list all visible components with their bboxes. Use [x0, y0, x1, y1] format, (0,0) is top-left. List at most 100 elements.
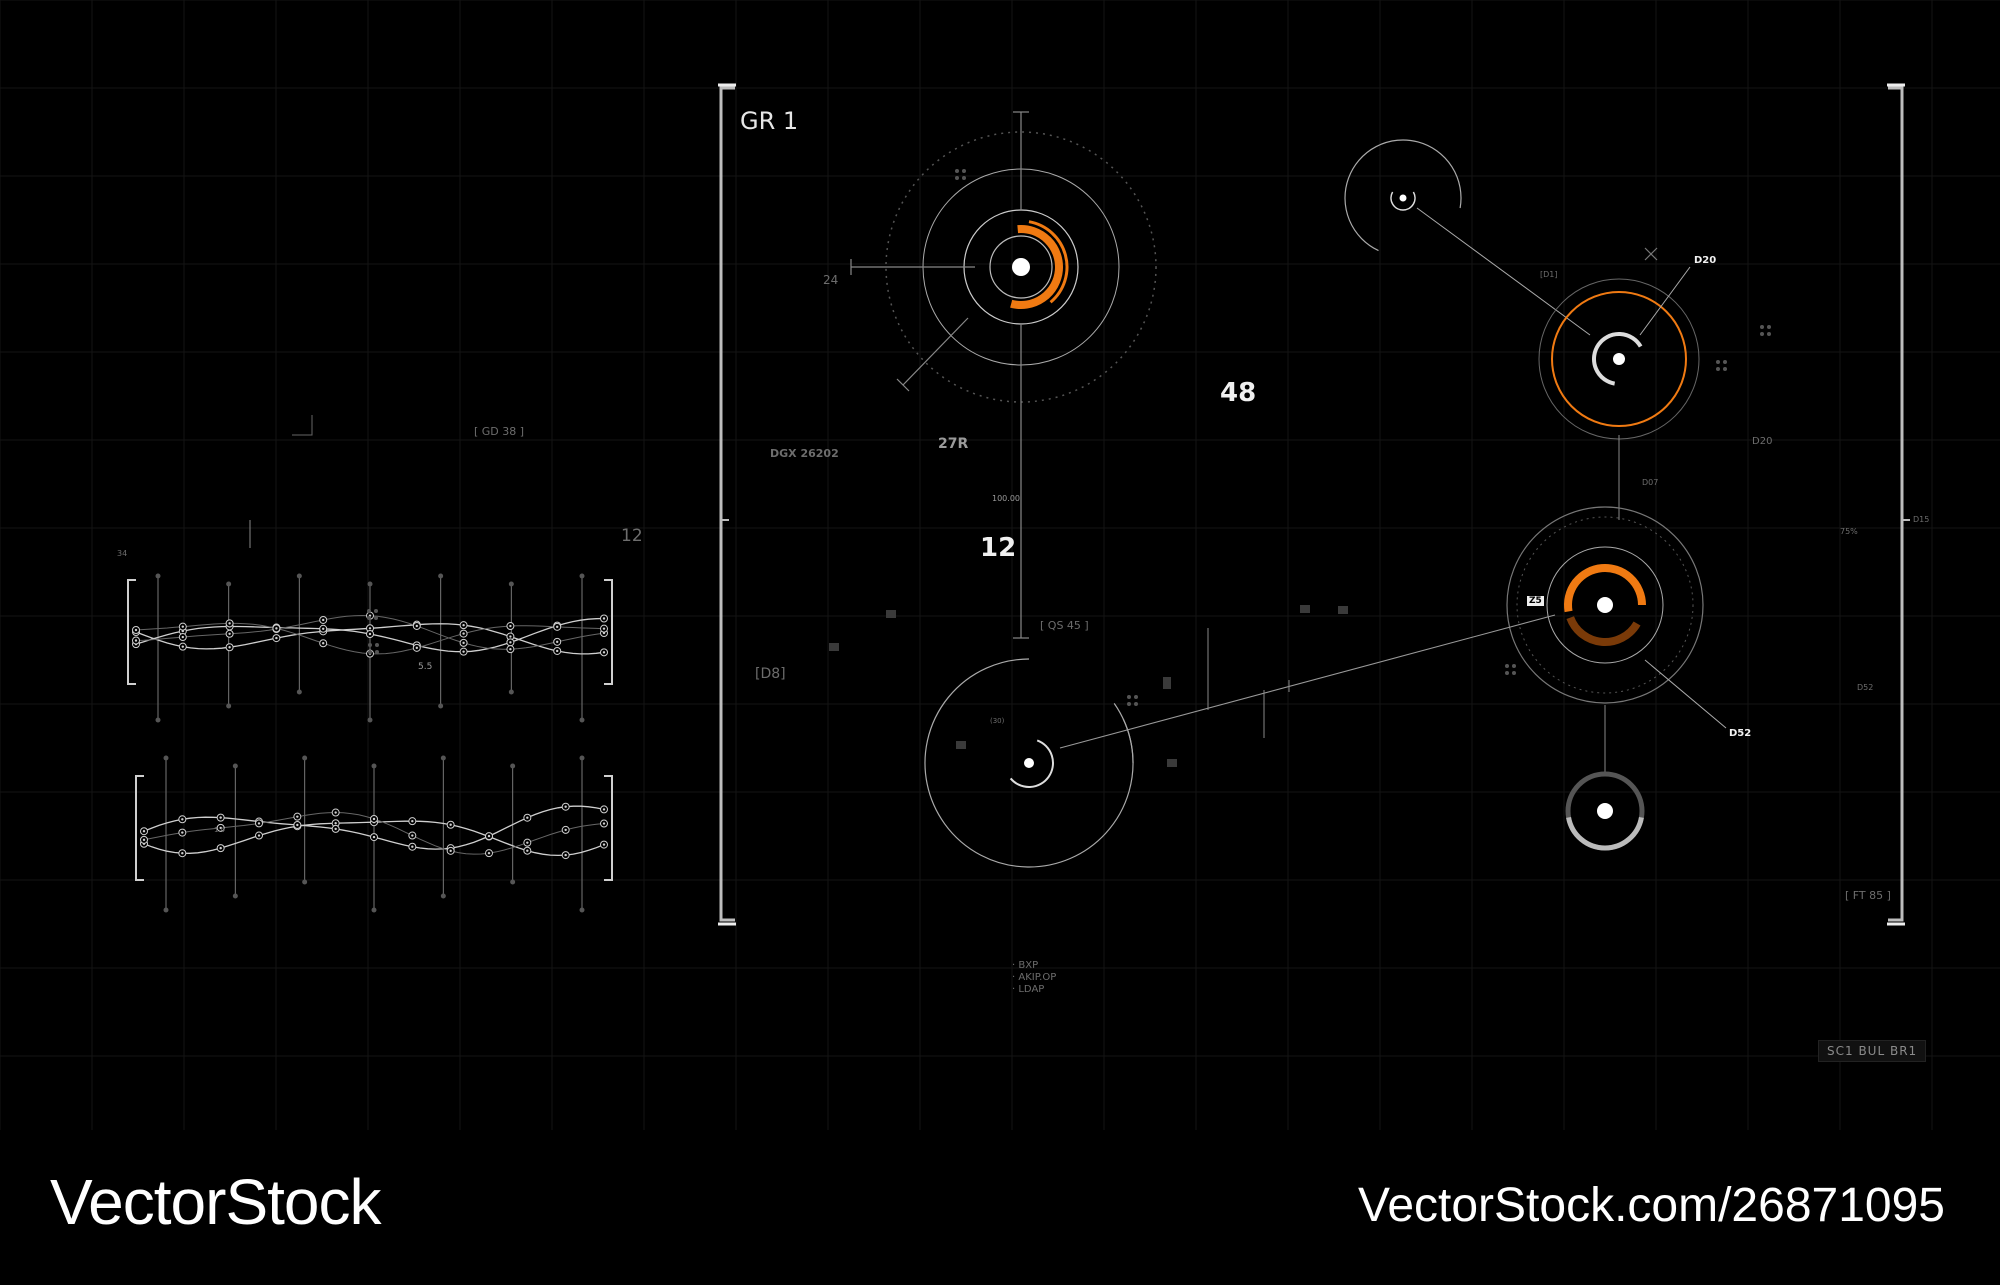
gauge-pointer — [1639, 266, 1691, 336]
label-100: 100.00 — [992, 494, 1020, 503]
wave-node-dot — [526, 816, 529, 819]
brand-logo-text: VectorStock — [50, 1166, 381, 1238]
wave-node-dot — [462, 632, 465, 635]
wave-node-dot — [296, 815, 299, 818]
wave-node-dot — [275, 636, 278, 640]
gauge-axis-cap — [896, 378, 910, 392]
wave-node-dot — [415, 646, 418, 650]
marker-dots — [962, 176, 966, 180]
corner-mark — [292, 415, 313, 436]
readout-48: 48 — [1220, 378, 1257, 408]
wave-stem-dot — [232, 763, 238, 769]
wave-node-dot — [411, 845, 414, 848]
wave-node-dot — [181, 831, 184, 834]
marker-dots — [955, 169, 959, 173]
gauge-pointer — [1644, 659, 1727, 729]
wave-stem-dot — [155, 717, 161, 723]
gauge-connector — [1416, 207, 1591, 336]
wave-node-dot — [411, 819, 414, 823]
label-24: 24 — [823, 273, 839, 287]
wave-stem-dot — [302, 879, 308, 885]
wave-bracket — [127, 579, 136, 685]
gauge-arc — [1566, 816, 1644, 851]
wave-stem-dot — [226, 703, 232, 709]
marker-dots — [1767, 325, 1771, 329]
wave-stem-dot — [296, 573, 302, 579]
wave-stem-dot — [163, 907, 169, 913]
wave-stem-dot — [440, 755, 446, 761]
wave-node-dot — [526, 849, 529, 852]
label-d52-a: D52 — [1729, 728, 1752, 739]
marker-dots — [1512, 671, 1516, 675]
label-75: 75% — [1840, 527, 1858, 536]
wave-node-dot — [449, 823, 452, 826]
wave-stem-dot — [367, 581, 373, 587]
wave-stem-dot — [508, 689, 514, 695]
label-d07: D07 — [1642, 478, 1659, 487]
wave-node-dot — [509, 635, 512, 638]
wave-stem-dot — [226, 581, 232, 587]
wave-node-dot — [602, 843, 606, 846]
label-d20-top: D20 — [1694, 255, 1717, 266]
label-left-14: 1.4 — [214, 826, 226, 834]
background-grid — [0, 0, 2000, 1130]
wave-node-dot — [564, 805, 567, 808]
wave-node-dot — [322, 627, 325, 630]
marker-dots — [368, 643, 372, 647]
wave-node-dot — [509, 641, 512, 644]
radial-gauges — [367, 111, 1771, 868]
marker-dots — [367, 609, 371, 613]
wave-node-dot — [181, 852, 184, 855]
label-small-30: (30) — [990, 717, 1005, 725]
wave-node-dot — [602, 808, 606, 811]
wave-stem-dot — [371, 763, 377, 769]
label-dgx: DGX 26202 — [770, 447, 839, 460]
wave-node-dot — [372, 817, 376, 821]
wave-node-dot — [462, 623, 465, 627]
marker-dots — [1767, 332, 1771, 336]
wave-stem-dot — [371, 907, 377, 913]
cross-mark — [1644, 247, 1658, 261]
gauge-arc-accent-dim — [1566, 616, 1641, 646]
wave-stem-dot — [438, 573, 444, 579]
wave-node-dot — [602, 651, 606, 654]
readout-12: 12 — [980, 533, 1017, 563]
gauge-ring — [1516, 516, 1694, 694]
gauge-ring-accent — [1551, 291, 1687, 427]
label-left-55: 5.5 — [418, 662, 433, 672]
label-d8: [D8] — [755, 666, 786, 682]
wave-node-dot — [462, 641, 465, 645]
marker-block — [1338, 606, 1348, 614]
marker-dots — [1716, 367, 1720, 371]
gauge-pointer — [902, 317, 969, 386]
wave-node-dot — [372, 835, 376, 839]
brand-url: VectorStock.com/26871095 — [1357, 1179, 1945, 1232]
wave-node-dot — [487, 834, 491, 838]
wave-node-dot — [322, 642, 325, 645]
wave-stem-dot — [302, 755, 308, 761]
panel-title: GR 1 — [740, 107, 799, 135]
marker-dots — [1505, 664, 1509, 668]
wave-node-dot — [462, 650, 465, 653]
wave-stem-dot — [296, 689, 302, 695]
gauge-center — [1597, 803, 1613, 819]
wave-node-dot — [602, 822, 606, 825]
label-d20-side: D20 — [1752, 436, 1773, 447]
marker-block — [886, 610, 896, 618]
wave-node-dot — [526, 841, 529, 844]
wave-stem-dot — [579, 907, 585, 913]
label-qs45: [ QS 45 ] — [1040, 619, 1089, 632]
gauge-ring — [1546, 546, 1664, 664]
status-badge: SC1 BUL BR1 — [1818, 1040, 1927, 1062]
wave-node-dot — [228, 622, 231, 625]
marker-dots — [1505, 671, 1509, 675]
waveform-top — [127, 520, 613, 723]
wave-node-dot — [228, 632, 231, 636]
legend-item: · BXP — [1012, 960, 1039, 971]
marker-dots — [374, 609, 378, 613]
label-d01: [D1] — [1540, 270, 1558, 279]
wave-node-dot — [602, 627, 606, 630]
wave-stem-dot — [510, 763, 516, 769]
label-ft85: [ FT 85 ] — [1845, 889, 1891, 902]
wave-node-dot — [509, 624, 512, 628]
